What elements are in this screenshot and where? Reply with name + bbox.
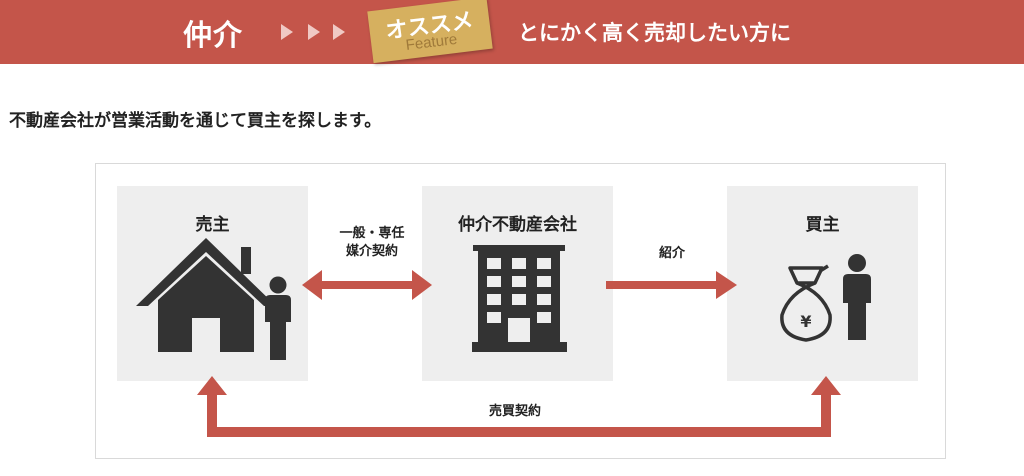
buyer-box: 買主	[727, 186, 918, 381]
introduction-arrow	[606, 271, 737, 299]
buyer-title: 買主	[805, 215, 840, 235]
introduction-label: 紹介	[658, 246, 685, 261]
person-icon	[265, 276, 291, 360]
agent-title: 仲介不動産会社	[458, 215, 577, 235]
money-bag-icon	[780, 264, 832, 342]
seller-title: 売主	[195, 215, 230, 235]
person-icon	[843, 254, 871, 340]
yen-symbol: ¥	[800, 312, 811, 331]
contract-double-arrow	[302, 270, 432, 300]
contract-label-line2: 媒介契約	[345, 244, 398, 259]
header-subtitle: とにかく高く売却したい方に	[518, 21, 791, 45]
chevron-right-icon	[308, 24, 320, 40]
contract-label-line1: 一般・専任	[339, 226, 405, 241]
house-icon	[136, 238, 276, 352]
building-icon	[472, 245, 567, 352]
header-banner: 仲介 オススメ Feature とにかく高く売却したい方に	[0, 0, 1024, 64]
lead-text: 不動産会社が営業活動を通じて買主を探します。	[9, 111, 382, 131]
chevron-right-icon	[333, 24, 345, 40]
contract-label: 一般・専任 媒介契約	[322, 225, 422, 261]
sales-contract-label: 売買契約	[488, 404, 541, 419]
chevron-right-icon	[281, 24, 293, 40]
sales-contract-arrow	[197, 376, 841, 437]
header-title: 仲介	[183, 18, 244, 52]
